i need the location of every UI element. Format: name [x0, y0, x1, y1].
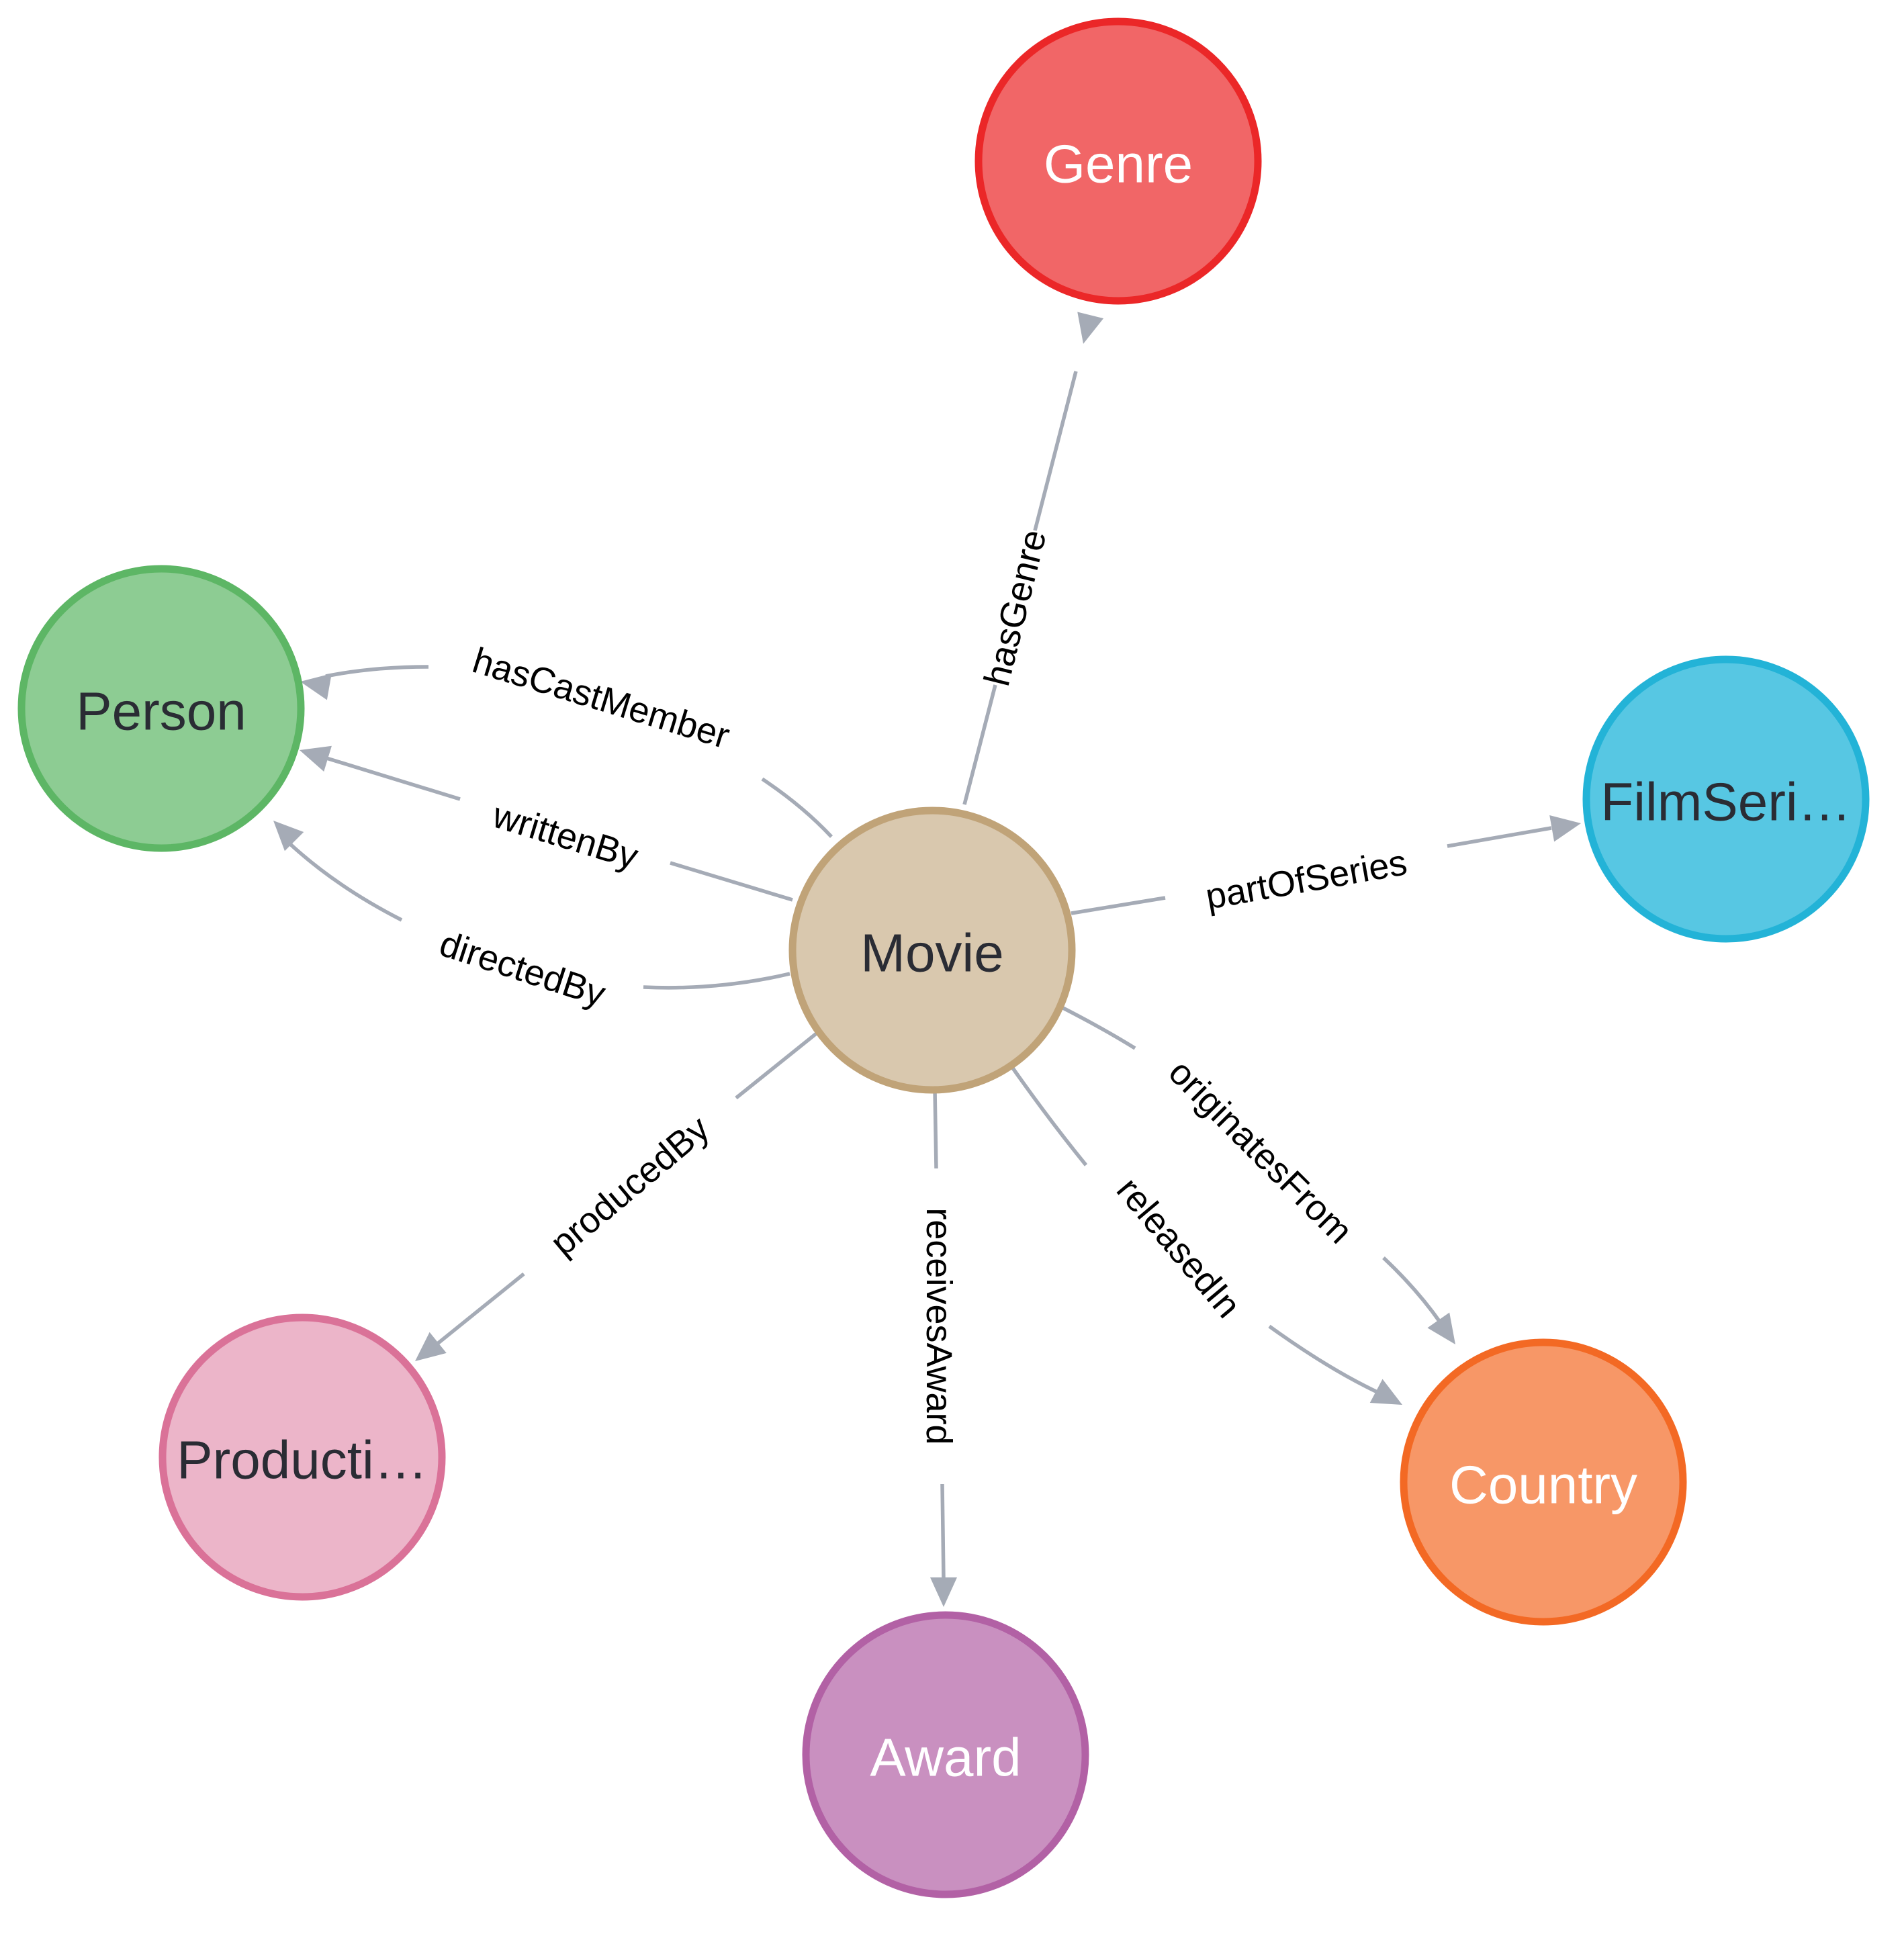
edge-writtenBy-line[interactable]	[670, 861, 793, 902]
edge-label-releasedIn: releasedIn	[1109, 1170, 1249, 1326]
node-genre[interactable]: Genre	[974, 17, 1262, 305]
edge-releasedIn-line[interactable]	[1007, 1061, 1088, 1166]
node-label-genre: Genre	[1044, 134, 1193, 194]
node-person-circle[interactable]	[17, 565, 305, 852]
edge-label-hasGenre: hasGenre	[977, 526, 1054, 690]
edge-producedBy-line[interactable]	[435, 1272, 525, 1346]
edge-label-directedBy: directedBy	[435, 923, 610, 1015]
edge-originatesFrom-line[interactable]	[1382, 1256, 1443, 1324]
edge-originatesFrom[interactable]: originatesFrom	[1056, 1003, 1466, 1352]
node-label-filmseries: FilmSeri…	[1600, 772, 1851, 832]
edge-producedBy[interactable]: producedBy	[406, 1030, 819, 1372]
edge-receivesAward-arrowhead	[930, 1577, 957, 1607]
edge-originatesFrom-line[interactable]	[1056, 1003, 1136, 1050]
edge-hasGenre[interactable]: hasGenre	[962, 312, 1104, 805]
node-person[interactable]: Person	[17, 565, 305, 852]
edge-releasedIn-arrowhead	[1369, 1379, 1402, 1405]
edge-writtenBy[interactable]: writtenBy	[296, 737, 793, 902]
edge-label-producedBy: producedBy	[543, 1108, 717, 1263]
node-filmseries-circle[interactable]	[1582, 655, 1870, 943]
node-award[interactable]: Award	[802, 1611, 1089, 1898]
node-label-person: Person	[76, 682, 246, 741]
edge-partOfSeries[interactable]: partOfSeries	[1071, 810, 1583, 917]
edge-label-partOfSeries: partOfSeries	[1203, 842, 1410, 917]
edge-partOfSeries-line[interactable]	[1447, 826, 1552, 848]
node-movie[interactable]: Movie	[788, 807, 1076, 1094]
edge-directedBy-arrowhead	[273, 821, 304, 851]
node-label-country: Country	[1449, 1455, 1637, 1515]
node-award-circle[interactable]	[802, 1611, 1089, 1898]
edge-directedBy-line[interactable]	[643, 972, 790, 990]
edge-receivesAward-line[interactable]	[933, 1089, 938, 1169]
node-label-award: Award	[870, 1728, 1021, 1788]
edge-partOfSeries-arrowhead	[1549, 815, 1581, 842]
node-label-movie: Movie	[860, 923, 1003, 983]
edge-hasGenre-line[interactable]	[962, 684, 997, 805]
node-production[interactable]: Producti…	[158, 1314, 446, 1601]
edge-label-writtenBy: writtenBy	[488, 795, 643, 878]
node-label-production: Producti…	[177, 1430, 427, 1490]
edge-hasCastMember-line[interactable]	[761, 777, 833, 838]
node-country-circle[interactable]	[1400, 1338, 1687, 1626]
edge-label-receivesAward: receivesAward	[919, 1207, 959, 1444]
edge-originatesFrom-arrowhead	[1427, 1312, 1455, 1344]
edge-writtenBy-line[interactable]	[324, 755, 461, 801]
node-movie-circle[interactable]	[788, 807, 1076, 1094]
edge-receivesAward-line[interactable]	[940, 1483, 946, 1580]
edge-directedBy-line[interactable]	[287, 841, 403, 922]
node-genre-circle[interactable]	[974, 17, 1262, 305]
edge-producedBy-line[interactable]	[735, 1030, 819, 1100]
edge-label-hasCastMember: hasCastMember	[468, 640, 734, 756]
edge-writtenBy-arrowhead	[300, 745, 332, 772]
node-filmseries[interactable]: FilmSeri…	[1582, 655, 1870, 943]
node-production-circle[interactable]	[158, 1314, 446, 1601]
edge-hasGenre-line[interactable]	[1033, 371, 1078, 531]
node-country[interactable]: Country	[1400, 1338, 1687, 1626]
edge-label-originatesFrom: originatesFrom	[1161, 1052, 1360, 1251]
edge-hasCastMember[interactable]: hasCastMember	[298, 640, 833, 838]
edge-hasGenre-arrowhead	[1077, 312, 1104, 344]
edge-receivesAward[interactable]: receivesAward	[919, 1089, 959, 1607]
edge-partOfSeries-line[interactable]	[1071, 896, 1166, 915]
edge-producedBy-arrowhead	[415, 1332, 447, 1361]
edge-hasCastMember-line[interactable]	[325, 665, 429, 678]
edge-hasCastMember-arrowhead	[300, 673, 332, 700]
edge-releasedIn-line[interactable]	[1268, 1324, 1381, 1395]
